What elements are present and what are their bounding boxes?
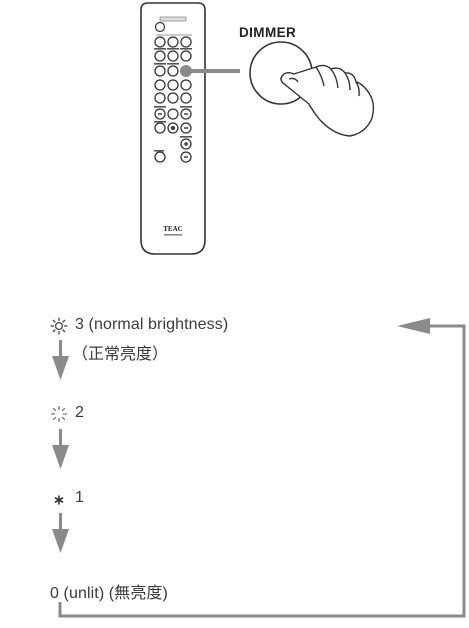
step-sublabel: （正常亮度） [72, 346, 169, 363]
return-loop-line [58, 324, 466, 618]
step-label: 3 (normal brightness) [75, 316, 229, 333]
step-label: 1 [75, 489, 84, 506]
brightness-cycle-diagram: 3 (normal brightness) （正常亮度） 2 [0, 300, 469, 628]
remote-control-illustration: TEAC DIMMER [140, 2, 375, 255]
pointing-hand-icon [280, 64, 375, 137]
sun-faint-icon [51, 492, 67, 508]
step-label: 0 (unlit) (無亮度) [50, 585, 168, 602]
sun-dim-icon [50, 405, 68, 423]
return-arrow-head [397, 318, 430, 334]
down-arrow [52, 340, 69, 380]
cycle-connectors [52, 318, 466, 618]
step-label: 2 [75, 404, 84, 421]
remote-brand-logo: TEAC [163, 225, 182, 233]
down-arrow [52, 429, 69, 469]
down-arrow [52, 513, 69, 553]
dimmer-button-label: DIMMER [239, 25, 296, 40]
remote-illustration: TEAC DIMMER [0, 0, 469, 270]
sun-full-icon [50, 317, 68, 335]
